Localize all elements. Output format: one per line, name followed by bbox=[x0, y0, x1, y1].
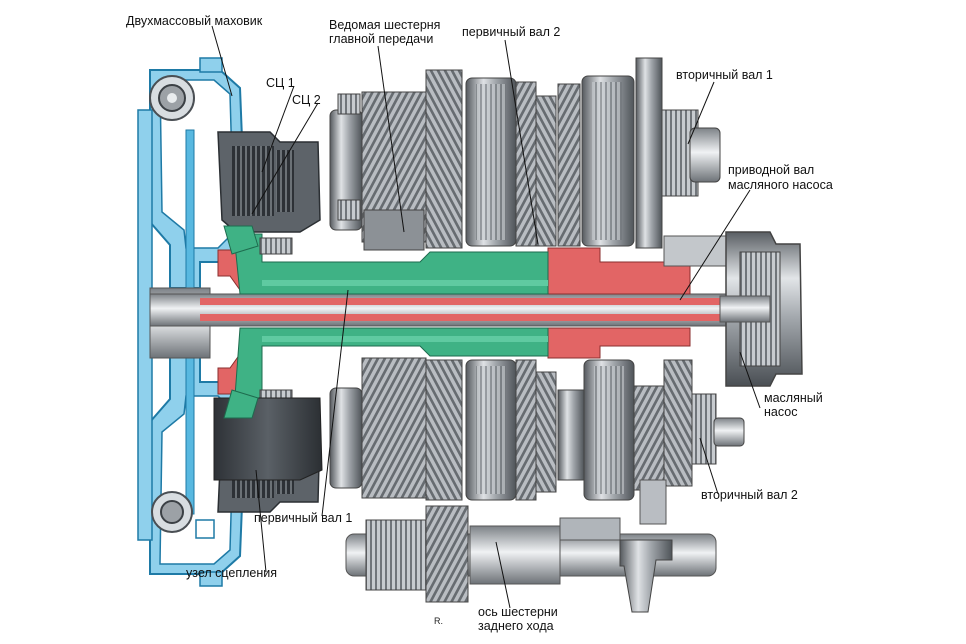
label-flywheel: Двухмассовый маховик bbox=[126, 14, 263, 28]
upper-gear-train bbox=[465, 57, 731, 267]
label-driven-gear-line-1: Ведомая шестерня bbox=[329, 18, 441, 32]
final-drive-gears bbox=[329, 69, 463, 501]
label-reverse-axle-line-1: ось шестерни bbox=[478, 605, 558, 619]
input-shaft-1 bbox=[149, 247, 741, 395]
lower-gear-train bbox=[465, 359, 745, 525]
label-reverse-axle-line-2: заднего хода bbox=[478, 619, 554, 633]
label-output-shaft-1: вторичный вал 1 bbox=[676, 68, 773, 82]
label-driven-gear-line-2: главной передачи bbox=[329, 32, 434, 46]
label-oil-pump-line-2: насос bbox=[764, 405, 798, 419]
oil-pump bbox=[719, 231, 803, 387]
dual-clutch bbox=[213, 131, 323, 513]
label-mark: R. bbox=[434, 616, 443, 626]
input-shaft-2 bbox=[233, 233, 549, 411]
label-oil-pump-drive-line-2: масляного насоса bbox=[728, 178, 833, 192]
label-clutch-unit: узел сцепления bbox=[186, 566, 278, 580]
label-clutch-2: СЦ 2 bbox=[292, 93, 321, 107]
label-input-shaft-1: первичный вал 1 bbox=[254, 511, 353, 525]
label-input-shaft-2: первичный вал 2 bbox=[462, 25, 561, 39]
label-oil-pump-line-1: масляный bbox=[764, 391, 823, 405]
reverse-gear-axle bbox=[345, 505, 717, 613]
label-clutch-1: СЦ 1 bbox=[266, 76, 295, 90]
label-oil-pump-drive-line-1: приводной вал bbox=[728, 163, 815, 177]
leader-lines bbox=[211, 25, 761, 609]
label-output-shaft-2: вторичный вал 2 bbox=[701, 488, 798, 502]
